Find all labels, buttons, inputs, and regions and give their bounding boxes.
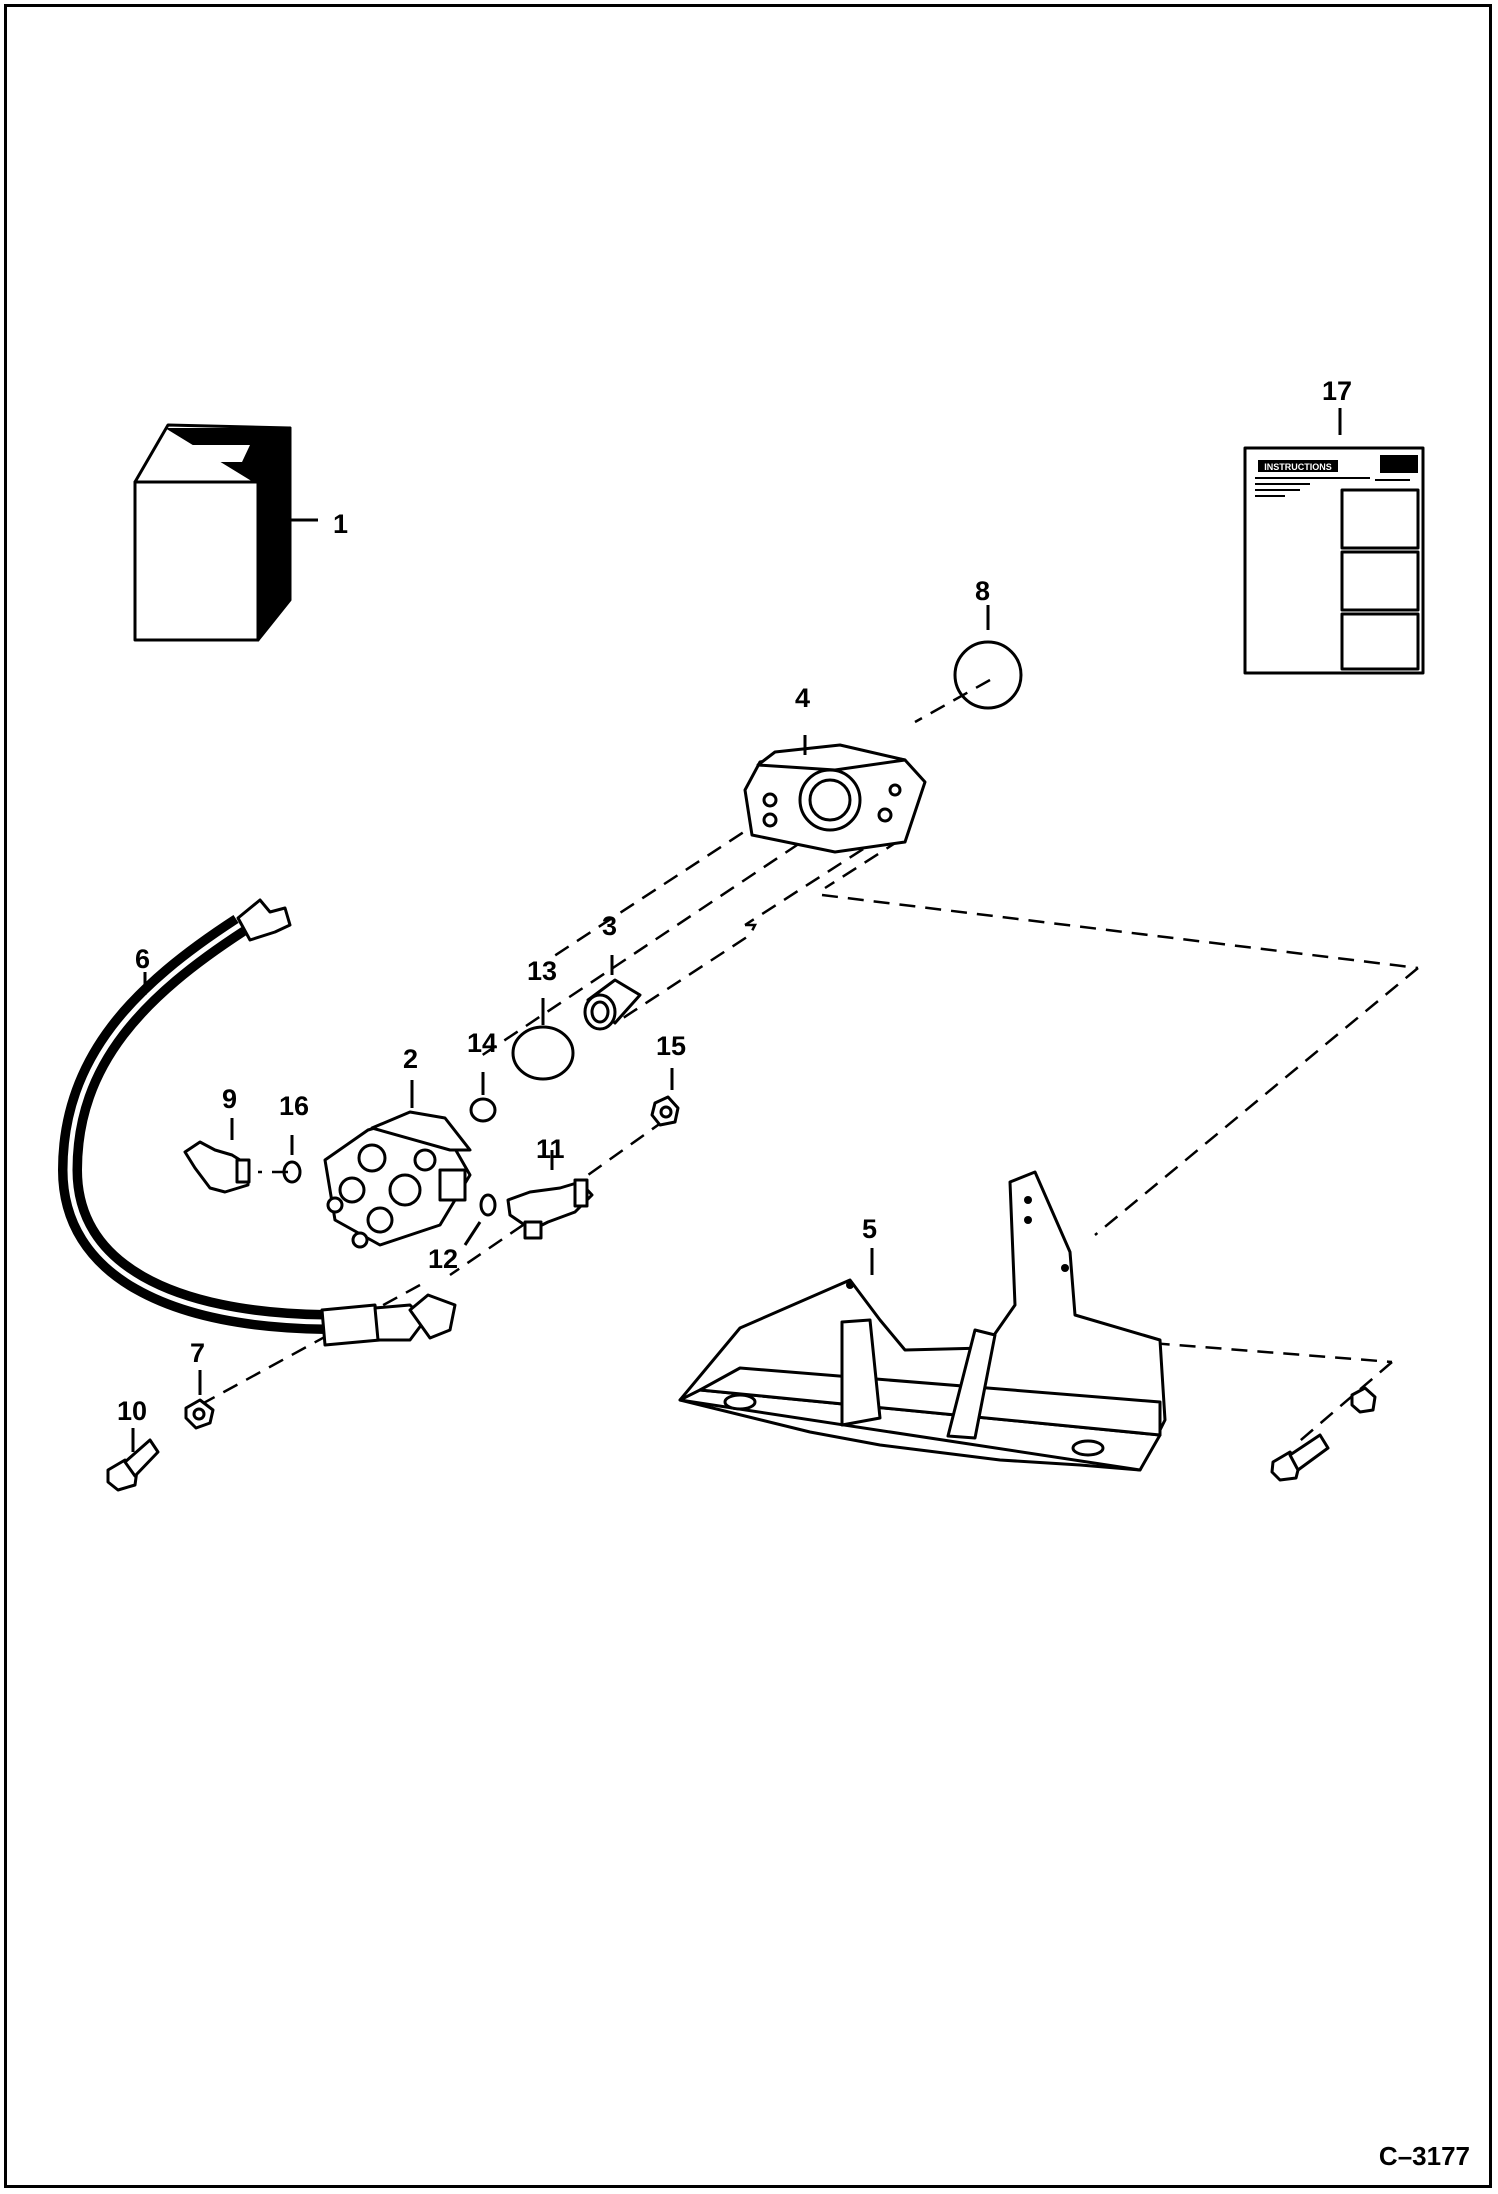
- callout-3: 3: [602, 911, 617, 941]
- callout-14: 14: [467, 1028, 497, 1058]
- callout-5: 5: [862, 1214, 877, 1244]
- instruction-sheet-heading: INSTRUCTIONS: [1264, 462, 1332, 472]
- part-2-pump: [323, 1080, 472, 1249]
- part-10-bolt: [106, 1428, 160, 1492]
- part-15-nut: [650, 1068, 680, 1127]
- part-1-box: [133, 423, 318, 642]
- part-12-o-ring: [463, 1193, 497, 1246]
- callout-12: 12: [428, 1244, 458, 1274]
- callout-13: 13: [527, 956, 557, 986]
- callout-11: 11: [536, 1134, 565, 1164]
- callout-17: 17: [1322, 376, 1352, 406]
- callout-15: 15: [656, 1031, 686, 1061]
- part-13-o-ring: [511, 998, 575, 1081]
- diagram-frame: [4, 4, 1492, 2188]
- callout-4: 4: [795, 683, 810, 713]
- assembly-lines: [199, 678, 1419, 1446]
- callout-1: 1: [333, 509, 348, 539]
- callout-labels: 1 2 3 4 5 6 7 8 9 10 11 12 13 14 15 16 1…: [117, 376, 1352, 1426]
- part-5-bracket: [678, 1170, 1167, 1472]
- bracket-bolt-and-nut: [1270, 1386, 1377, 1482]
- part-8-seal: [953, 605, 1023, 710]
- part-11-tee: [506, 1150, 594, 1240]
- callout-16: 16: [279, 1091, 309, 1121]
- callout-6: 6: [135, 944, 150, 974]
- part-3-coupler: [583, 955, 642, 1031]
- callout-10: 10: [117, 1396, 147, 1426]
- part-9-elbow: [183, 1118, 251, 1194]
- callout-2: 2: [403, 1044, 418, 1074]
- callout-8: 8: [975, 576, 990, 606]
- part-16-o-ring: [282, 1135, 302, 1184]
- part-7-washer: [184, 1370, 215, 1430]
- figure-reference-code: C–3177: [1379, 2141, 1470, 2171]
- callout-7: 7: [190, 1338, 205, 1368]
- callout-9: 9: [222, 1084, 237, 1114]
- part-4-mount-flange: [743, 735, 927, 854]
- part-17-instruction-sheet: INSTRUCTIONS: [1243, 408, 1425, 675]
- part-14-seal: [469, 1072, 497, 1123]
- part-6-hose: [57, 898, 457, 1347]
